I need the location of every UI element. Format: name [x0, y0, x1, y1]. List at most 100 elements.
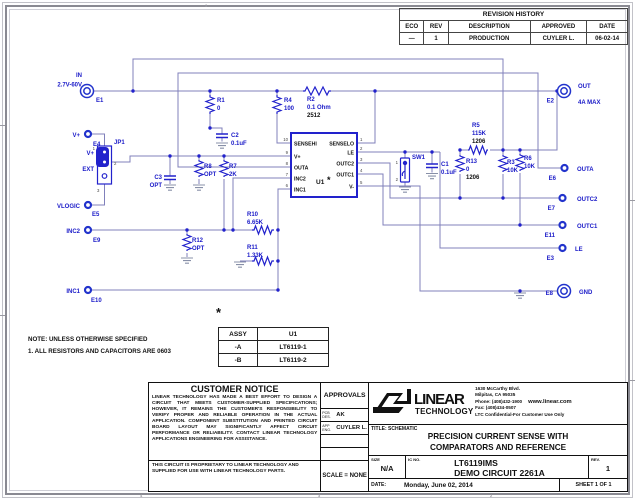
label-jp1-vplus: V+ — [86, 151, 94, 157]
resistor-R11 — [252, 255, 274, 267]
label-c3-val: OPT — [150, 183, 163, 189]
pin-name-vminus: V- — [349, 185, 354, 191]
address-line1: 1630 McCarthy Blvd. — [475, 386, 521, 391]
label-r8: R8 — [204, 164, 212, 170]
rev-label: REV. — [591, 457, 600, 462]
u1-col: U1 — [257, 327, 329, 341]
label-r13-size: 1206 — [466, 175, 480, 181]
approval-row-empty — [321, 435, 369, 448]
label-r5: R5 — [472, 123, 480, 129]
pin-num: 5 — [360, 180, 363, 185]
label-e3: E3 — [547, 256, 555, 262]
assy-a: -A — [218, 340, 258, 354]
terminal-E10 — [83, 285, 93, 295]
label-sw1: SW1 — [412, 155, 426, 161]
title-block: CUSTOMER NOTICE LINEAR TECHNOLOGY HAS MA… — [148, 382, 628, 492]
brand-sub: TECHNOLOGY — [415, 407, 473, 416]
terminal-E9 — [83, 225, 93, 235]
label-r8-val: OPT — [204, 172, 217, 178]
label-in-range: 2.7V-60V — [57, 83, 82, 89]
assy-a-part: LT6119-1 — [257, 340, 329, 354]
label-r12: R12 — [192, 238, 204, 244]
switch-SW1 — [399, 157, 411, 183]
proprietary-note: THIS CIRCUIT IS PROPRIETARY TO LINEAR TE… — [149, 460, 321, 491]
component-symbols — [96, 85, 526, 267]
revision-row: — 1 PRODUCTION CUYLER L. 06-02-14 — [398, 32, 628, 45]
pin-num: 10 — [283, 137, 288, 142]
label-r1-val: 0 — [217, 106, 221, 112]
approval-row-empty — [321, 448, 369, 461]
pin-num: 1 — [360, 137, 363, 142]
date-label: DATE: — [371, 482, 386, 488]
label-r4: R4 — [284, 98, 292, 104]
resistor-R4 — [271, 95, 283, 114]
label-gnd: GND — [579, 290, 593, 296]
phone: Phone: (408)432-1900 — [475, 398, 523, 404]
revision-history-table: REVISION HISTORY ECO REV DESCRIPTION APP… — [398, 8, 628, 45]
resistor-R2 — [303, 85, 331, 97]
edge-tick — [630, 200, 635, 201]
label-c1: C1 — [441, 162, 449, 168]
terminal-E2 — [556, 83, 572, 99]
date-row: DATE: Monday, June 02, 2014 SHEET 1 OF 1 — [369, 479, 627, 491]
label-e6: E6 — [549, 176, 557, 182]
ground-icon — [426, 172, 438, 180]
pin-num: 7 — [286, 172, 289, 177]
customer-notice: CUSTOMER NOTICE LINEAR TECHNOLOGY HAS MA… — [149, 383, 320, 460]
ground-icon — [216, 142, 228, 149]
schematic-note: NOTE: UNLESS OTHERWISE SPECIFIED 1. ALL … — [28, 334, 171, 358]
rev-eco: — — [398, 32, 425, 45]
zone-mark: 3 — [318, 493, 321, 498]
terminal-E3 — [558, 243, 567, 253]
size-cell: SIZE N/A — [369, 456, 407, 478]
customer-notice-column: CUSTOMER NOTICE LINEAR TECHNOLOGY HAS MA… — [149, 383, 321, 491]
label-c2-val: 0.1uF — [231, 141, 247, 147]
pin-num: 8 — [286, 161, 289, 166]
label-r7-val: 2K — [229, 172, 237, 178]
size-icno-rev-row: SIZE N/A IC NO. LT6119IMS DEMO CIRCUIT 2… — [369, 456, 627, 479]
rev-cell: REV. 1 — [589, 456, 627, 478]
fax: Fax: (408)434-0507 — [475, 405, 516, 411]
label-r6: R6 — [524, 156, 532, 162]
terminal-E6 — [560, 163, 569, 173]
col-date: DATE — [586, 20, 628, 33]
col-rev: REV — [423, 20, 449, 33]
col-approved: APPROVED — [529, 20, 588, 33]
title-line1: PRECISION CURRENT SENSE WITH — [427, 432, 569, 441]
terminal-E11 — [558, 220, 567, 230]
label-jp1-ext: EXT — [82, 167, 94, 173]
pin-num: 3 — [360, 157, 363, 162]
label-inc2: INC2 — [66, 229, 80, 235]
label-c2: C2 — [231, 133, 239, 139]
customer-notice-title: CUSTOMER NOTICE — [190, 384, 279, 394]
rev-approved: CUYLER L. — [529, 32, 588, 45]
label-r3: R3 — [507, 160, 515, 166]
terminal-labels: IN 2.7V-60V E1 OUT 4A MAX E2 V+ E4 VLOGI… — [57, 73, 600, 304]
label-jp1-pin1: 1 — [93, 146, 96, 151]
pin-name-outa: OUTA — [294, 166, 309, 172]
label-r4-val: 100 — [284, 106, 295, 112]
label-outc2: OUTC2 — [577, 197, 598, 203]
confidential-note: LTC Confidential-For Customer Use Only — [475, 411, 565, 417]
pin-num: 9 — [286, 150, 289, 155]
resistor-R5 — [468, 144, 488, 156]
ground-icon — [193, 184, 205, 191]
label-vplus: V+ — [72, 133, 80, 139]
part-number: LT6119IMS DEMO CIRCUIT 2261A — [454, 458, 545, 478]
label-r7: R7 — [229, 164, 237, 170]
zone-mark: 2 — [490, 493, 493, 498]
label-vlogic: VLOGIC — [57, 204, 81, 210]
label-in: IN — [76, 73, 82, 79]
ground-icon — [514, 292, 526, 299]
ic-pin-names: SENSEHI V+ OUTA INC2 INC1 SENSELO LE OUT… — [294, 142, 355, 194]
jumper-JP1 — [96, 145, 113, 185]
scale-note: SCALE = NONE — [322, 473, 367, 479]
capacitor-C1 — [426, 163, 438, 169]
terminal-E7 — [558, 193, 567, 203]
label-e8: E8 — [546, 291, 554, 297]
label-e10: E10 — [91, 298, 102, 304]
icno-cell: IC NO. LT6119IMS DEMO CIRCUIT 2261A — [406, 456, 589, 478]
resistor-R1 — [204, 95, 216, 114]
